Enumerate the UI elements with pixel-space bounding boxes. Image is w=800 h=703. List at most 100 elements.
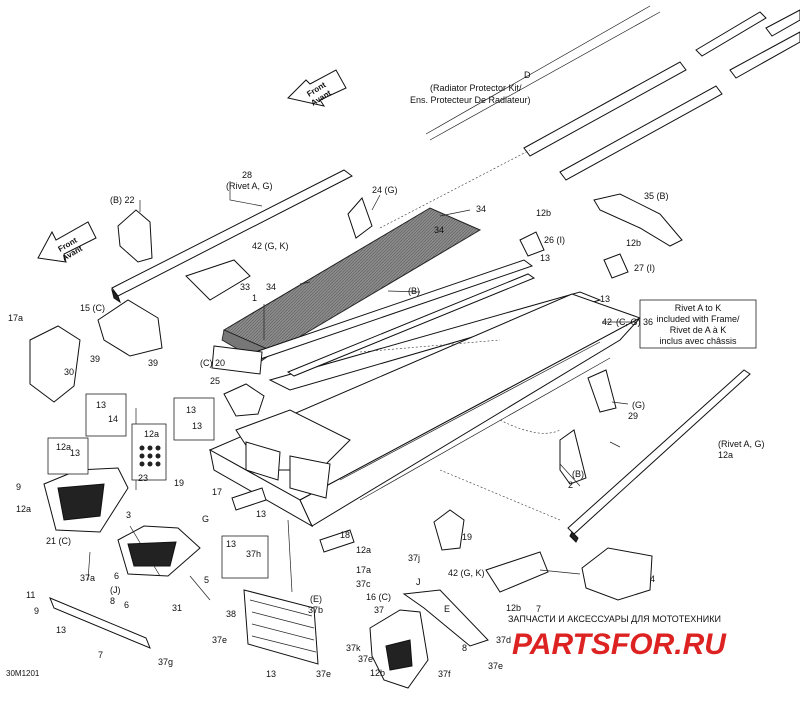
callout-label: 13 bbox=[56, 625, 66, 635]
bracket-25 bbox=[587, 369, 617, 413]
callout-label: 34 bbox=[434, 225, 444, 235]
callout-label: 33 bbox=[240, 282, 250, 292]
hardware-dots bbox=[139, 445, 161, 467]
callout-label: 24 (G) bbox=[372, 185, 398, 195]
part-36 bbox=[29, 325, 81, 403]
callout-label: 18 bbox=[340, 530, 350, 540]
callout-label: 37e bbox=[316, 669, 331, 679]
callout-label: (J) bbox=[110, 585, 121, 595]
callout-label: 42 bbox=[602, 317, 612, 327]
part-21 bbox=[433, 509, 465, 551]
callout-label: 16 (C) bbox=[366, 592, 391, 602]
heat-sink-42-lower bbox=[581, 547, 653, 601]
callout-label: 17 bbox=[212, 487, 222, 497]
callout-label: 37f bbox=[438, 669, 451, 679]
callout-label: 12a bbox=[144, 429, 159, 439]
callout-label: 9 bbox=[34, 606, 39, 616]
callout-label: 13 bbox=[192, 421, 202, 431]
bracket-26 bbox=[519, 231, 545, 257]
callout-label: 37e bbox=[358, 654, 373, 664]
part-20 bbox=[223, 383, 265, 417]
bracket-22 bbox=[117, 209, 153, 263]
callout-label: 2 bbox=[568, 480, 573, 490]
callout-label: 37k bbox=[346, 643, 361, 653]
callout-label: 9 bbox=[16, 482, 21, 492]
callout-label: (B) 22 bbox=[110, 195, 135, 205]
hardware-box-13-12a-center bbox=[131, 423, 167, 481]
callout-label: (C, G) 36 bbox=[616, 317, 653, 327]
callout-label: 37e bbox=[488, 661, 503, 671]
callout-label: 12a bbox=[356, 545, 371, 555]
callout-label: 13 bbox=[600, 294, 610, 304]
kit-letter: D bbox=[524, 70, 531, 80]
callout-label: 13 bbox=[226, 539, 236, 549]
callout-label: 13 bbox=[186, 405, 196, 415]
bracket-35 bbox=[593, 193, 683, 247]
callout-label: 35 (B) bbox=[644, 191, 669, 201]
callout-label: 12a bbox=[718, 450, 733, 460]
callout-label: (B) bbox=[408, 286, 420, 296]
callout-label: 21 (C) bbox=[46, 536, 71, 546]
radiator-31 bbox=[243, 589, 319, 665]
note-line2: included with Frame/ bbox=[656, 314, 740, 324]
callout-label: 37j bbox=[408, 553, 420, 563]
callout-label: 11 bbox=[26, 590, 35, 600]
callout-label: 37h bbox=[246, 549, 261, 559]
hardware-box-13-12a-left bbox=[47, 437, 89, 475]
callout-label: 14 bbox=[108, 414, 118, 424]
side-rail-28 bbox=[111, 169, 353, 304]
callout-label: 23 bbox=[138, 473, 148, 483]
note-box: Rivet A to K included with Frame/ Rivet … bbox=[639, 299, 757, 349]
steering-column-37 bbox=[369, 589, 489, 689]
callout-label: 26 (I) bbox=[544, 235, 565, 245]
callout-label: 38 bbox=[226, 609, 236, 619]
callout-label: (G) bbox=[632, 400, 645, 410]
callout-label: 25 bbox=[210, 376, 220, 386]
callout-label: (C) 20 bbox=[200, 358, 225, 368]
callout-label: 39 bbox=[90, 354, 100, 364]
part-16 bbox=[485, 551, 549, 593]
radiator-protector-kit bbox=[425, 5, 800, 181]
callout-label: (E) bbox=[310, 594, 322, 604]
note-line4: inclus avec châssis bbox=[659, 336, 737, 346]
callout-label: 13 bbox=[256, 509, 266, 519]
watermark-brand: PARTSFOR.RU bbox=[512, 628, 727, 661]
callout-label: G bbox=[202, 514, 209, 524]
footrest-17 bbox=[231, 487, 267, 511]
callout-label: 7 bbox=[98, 650, 103, 660]
callout-label: 5 bbox=[204, 575, 209, 585]
callout-label: 37c bbox=[356, 579, 371, 589]
note-line3: Rivet de A à K bbox=[670, 325, 727, 335]
callout-label: 19 bbox=[462, 532, 472, 542]
callout-label: (Rivet A, G) bbox=[226, 181, 273, 191]
callout-label: 15 (C) bbox=[80, 303, 105, 313]
callout-label: 42 (G, K) bbox=[448, 568, 485, 578]
callout-label: 12b bbox=[626, 238, 641, 248]
watermark: ЗАПЧАСТИ И АКСЕССУАРЫ ДЛЯ МОТОТЕХНИКИ PA… bbox=[508, 614, 727, 661]
callout-label: 4 bbox=[650, 574, 655, 584]
heat-exchanger bbox=[230, 259, 602, 391]
bracket-23 bbox=[559, 429, 587, 485]
reference-code: 30M1201 bbox=[6, 669, 40, 678]
callout-label: J bbox=[416, 577, 421, 587]
callout-label: 28 bbox=[242, 170, 252, 180]
callout-label: 13 bbox=[70, 448, 80, 458]
callout-label: 1 bbox=[252, 293, 257, 303]
callout-label: 29 bbox=[628, 411, 638, 421]
callout-label: (B) bbox=[572, 469, 584, 479]
callout-label: 8 bbox=[462, 643, 467, 653]
callout-label: 17a bbox=[8, 313, 23, 323]
callout-label: 39 bbox=[148, 358, 158, 368]
callout-label: 37d bbox=[496, 635, 511, 645]
callout-label: 6 bbox=[114, 571, 119, 581]
callout-label: E bbox=[444, 604, 450, 614]
bracket-24 bbox=[347, 197, 373, 239]
bracket-27 bbox=[603, 253, 629, 279]
callout-label: 17a bbox=[356, 565, 371, 575]
callout-label: 37e bbox=[212, 635, 227, 645]
footrest-18 bbox=[319, 529, 355, 553]
callout-label: 13 bbox=[540, 253, 550, 263]
frame-slots bbox=[339, 341, 611, 501]
callout-label: 13 bbox=[266, 669, 276, 679]
